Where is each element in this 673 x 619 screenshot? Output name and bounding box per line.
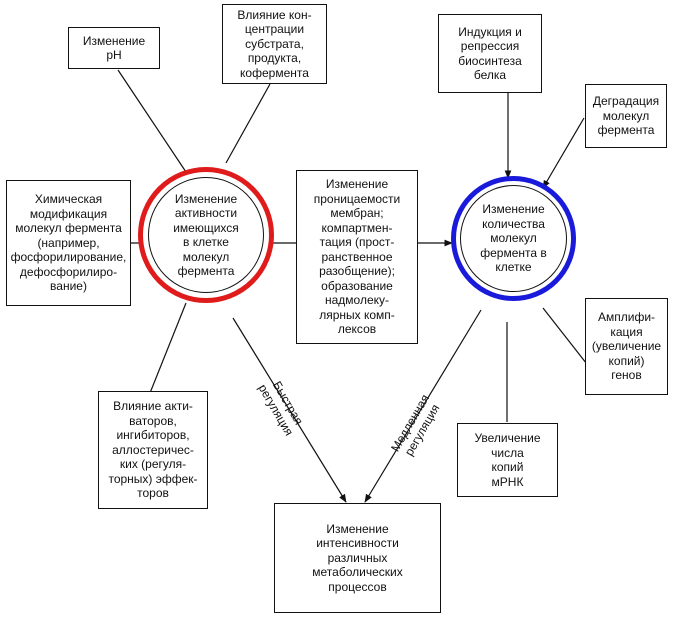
line-ph xyxy=(117,69,191,179)
box-activators-inhibitors: Влияние акти- ваторов, ингибиторов, алло… xyxy=(98,391,208,509)
circle-activity-change: Изменение активности имеющихся в клетке … xyxy=(148,177,264,293)
box-substrate-concentration: Влияние кон- центрации субстрата, продук… xyxy=(222,4,327,84)
line-fast-regulation xyxy=(232,317,347,503)
box-ph-change: Изменение pH xyxy=(68,27,160,69)
box-metabolic-processes: Изменение интенсивности различных метабо… xyxy=(274,503,441,613)
box-gene-amplification: Амплифи- кация (увеличение копий) генов xyxy=(585,298,668,395)
box-mrna-copies: Увеличение числа копий мРНК xyxy=(457,423,558,497)
ring-activity: Изменение активности имеющихся в клетке … xyxy=(138,167,274,303)
ring-quantity: Изменение количества молекул фермента в … xyxy=(451,176,576,301)
box-chemical-modification: Химическая модификация молекул фермента … xyxy=(6,180,131,306)
line-degradation xyxy=(542,117,585,189)
line-substrate xyxy=(225,83,271,164)
circle-quantity-change: Изменение количества молекул фермента в … xyxy=(460,185,567,292)
box-degradation: Деградация молекул фермента xyxy=(585,84,667,148)
box-membrane-permeability: Изменение проницаемости мембран; компарт… xyxy=(296,170,418,344)
line-activators xyxy=(149,302,187,394)
line-amplification xyxy=(542,307,591,369)
line-slow-regulation xyxy=(364,309,482,503)
box-induction-repression: Индукция и репрессия биосинтеза белка xyxy=(438,14,542,93)
